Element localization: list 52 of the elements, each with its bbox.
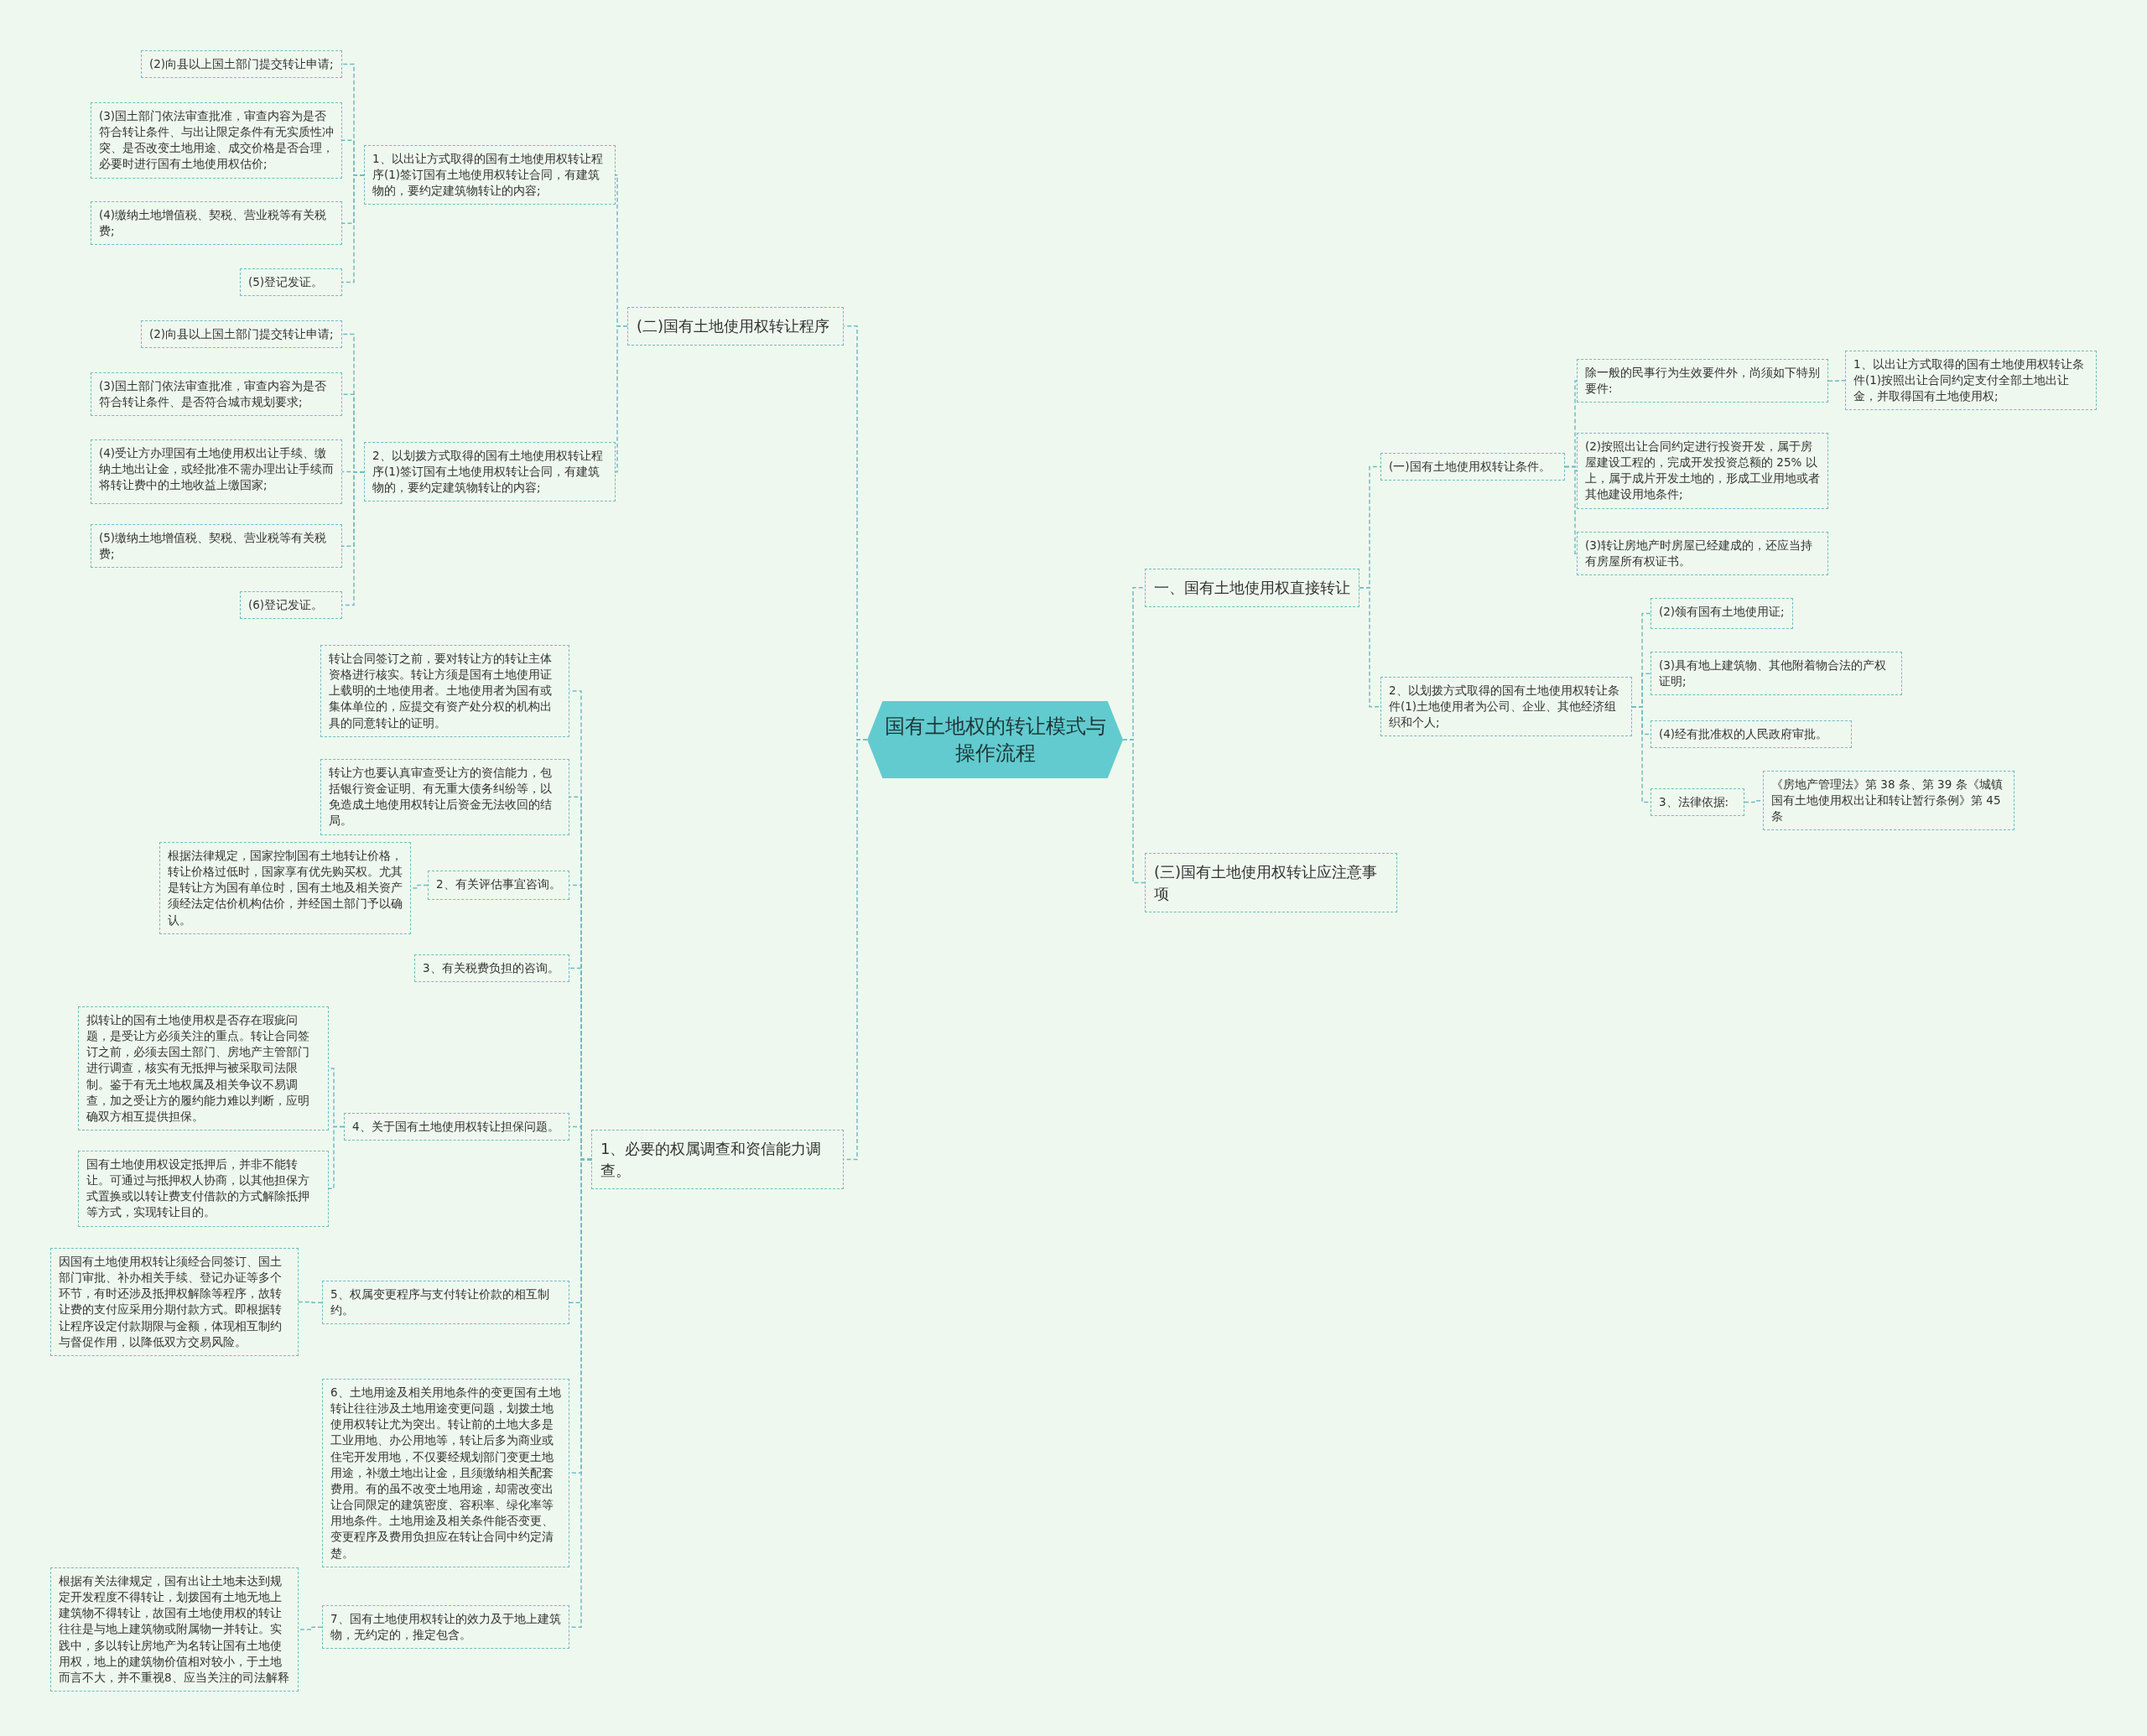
central-topic: 国有土地权的转让模式与操作流程 [867, 701, 1123, 778]
topic-box: (一)国有土地使用权转让条件。 [1380, 453, 1565, 481]
topic-box: 3、有关税费负担的咨询。 [414, 954, 569, 983]
topic-box: 一、国有土地使用权直接转让 [1145, 569, 1359, 607]
topic-box: 1、以出让方式取得的国有土地使用权转让条件(1)按照出让合同约定支付全部土地出让金，并取得国有土地使用权; [1845, 351, 2097, 411]
topic-box: (4)经有批准权的人民政府审批。 [1651, 720, 1852, 749]
topic-box: (2)按照出让合同约定进行投资开发，属于房屋建设工程的，完成开发投资总额的 25% 以上，属于成片开发土地的，形成工业用地或者其他建设用地条件; [1577, 433, 1828, 509]
topic-box: (6)登记发证。 [240, 591, 342, 620]
topic-box: (5)登记发证。 [240, 268, 342, 297]
connector-line [1827, 380, 1846, 382]
topic-box: 因国有土地使用权转让须经合同签订、国土部门审批、补办相关手续、登记办证等多个环节，有时还涉及抵押权解除等程序，故转让费的支付应采用分期付款方式。即根据转让程序设定付款期限与金额，体现相互制约与督促作用，以降低双方交易风险。 [50, 1248, 299, 1356]
connector-line [341, 471, 365, 606]
topic-box: 国有土地使用权设定抵押后，并非不能转让。可通过与抵押权人协商，以其他担保方式置换或以转让费支付借款的方式解除抵押等方式，实现转让目的。 [78, 1151, 329, 1227]
topic-box: 除一般的民事行为生效要件外，尚须如下特别要件: [1577, 359, 1828, 403]
connector-line [843, 739, 868, 1161]
connector-line [1122, 739, 1146, 884]
topic-box: 2、以划拨方式取得的国有土地使用权转让程序(1)签订国有土地使用权转让合同，有建筑物的，要约定建筑物转让的内容; [364, 442, 616, 502]
connector-line [298, 1626, 323, 1630]
topic-box: 5、权属变更程序与支付转让价款的相互制约。 [322, 1281, 569, 1325]
topic-box: 4、关于国有土地使用权转让担保问题。 [344, 1113, 569, 1141]
connector-line [1564, 465, 1578, 554]
topic-box: (3)具有地上建筑物、其他附着物合法的产权证明; [1651, 652, 1902, 696]
topic-box: (3)转让房地产时房屋已经建成的，还应当持有房屋所有权证书。 [1577, 532, 1828, 576]
connector-line [298, 1301, 323, 1303]
connector-line [341, 174, 365, 283]
topic-box: (2)领有国有土地使用证; [1651, 598, 1793, 629]
topic-box: 转让方也要认真审查受让方的资信能力，包括银行资金证明、有无重大债务纠纷等，以免造成土地使用权转让后资金无法收回的结局。 [320, 759, 569, 835]
topic-box: 2、有关评估事宜咨询。 [428, 871, 569, 900]
topic-box: 7、国有土地使用权转让的效力及于地上建筑物，无约定的，推定包含。 [322, 1605, 569, 1650]
topic-box: 根据有关法律规定，国有出让土地未达到规定开发程度不得转让，划拨国有土地无地上建筑物不得转让，故国有土地使用权的转让往往是与地上建筑物或附属物一并转让。实践中，多以转让房地产为名转让国有土地使用权，地上的建筑物价值相对较小，于土地而言不大，并不重视8、应当关注的司法解释 [50, 1567, 299, 1692]
topic-box: (二)国有土地使用权转让程序 [627, 307, 844, 346]
topic-box: 6、土地用途及相关用地条件的变更国有土地转让往往涉及土地用途变更问题，划拨土地使用权转让尤为突出。转让前的土地大多是工业用地、办公用地等，转让后多为商业或住宅开发用地，不仅要经规划部门变更土地用途，补缴土地出让金，且须缴纳相关配套费用。有的虽不改变土地用途，却需改变出让合同限定的建筑密度、容积率、绿化率等用地条件。土地用途及相关条件能否变更、变更程序及费用负担应在转让合同中约定清楚。 [322, 1379, 569, 1567]
topic-box: 根据法律规定，国家控制国有土地转让价格，转让价格过低时，国家享有优先购买权。尤其是转让方为国有单位时，国有土地及相关资产须经法定估价机构估价，并经国土部门予以确认。 [159, 842, 411, 934]
topic-box: 3、法律依据: [1651, 788, 1744, 817]
connector-line [410, 884, 429, 889]
topic-box: (4)缴纳土地增值税、契税、营业税等有关税费; [91, 201, 342, 246]
topic-box: (4)受让方办理国有土地使用权出让手续、缴纳土地出让金，或经批准不需办理出让手续而将转让费中的土地收益上缴国家; [91, 439, 342, 504]
topic-box: (3)国土部门依法审查批准，审查内容为是否符合转让条件、是否符合城市规划要求; [91, 372, 342, 417]
topic-box: 转让合同签订之前，要对转让方的转让主体资格进行核实。转让方须是国有土地使用证上载明的土地使用者。土地使用者为国有或集体单位的，应提交有资产处分权的机构出具的同意转让的证明。 [320, 645, 569, 737]
connector-line [328, 1125, 345, 1190]
connector-line [1359, 587, 1381, 708]
topic-box: 拟转让的国有土地使用权是否存在瑕疵问题，是受让方必须关注的重点。转让合同签订之前，必须去国土部门、房地产主管部门进行调查，核实有无抵押与被采取司法限制。鉴于有无土地权属及相关争议不易调查，加之受让方的履约能力难以判断，应明确双方相互提供担保。 [78, 1006, 329, 1131]
topic-box: (3)国土部门依法审查批准，审查内容为是否符合转让条件、与出让限定条件有无实质性冲突、是否改变土地用途、成交价格是否合理，必要时进行国有土地使用权估价; [91, 102, 342, 179]
topic-box: (2)向县以上国土部门提交转让申请; [141, 320, 342, 349]
topic-box: 1、以出让方式取得的国有土地使用权转让程序(1)签订国有土地使用权转让合同，有建筑物的，要约定建筑物转让的内容; [364, 145, 616, 205]
topic-box: (5)缴纳土地增值税、契税、营业税等有关税费; [91, 524, 342, 569]
topic-box: 2、以划拨方式取得的国有土地使用权转让条件(1)土地使用者为公司、企业、其他经济组织和个人; [1380, 677, 1632, 737]
topic-box: (三)国有土地使用权转让应注意事项 [1145, 853, 1397, 913]
connector-line [615, 325, 628, 473]
topic-box: 《房地产管理法》第 38 条、第 39 条《城镇国有土地使用权出让和转让暂行条例》第 45 条 [1763, 771, 2014, 831]
topic-box: (2)向县以上国土部门提交转让申请; [141, 50, 342, 79]
topic-box: 1、必要的权属调查和资信能力调查。 [591, 1130, 844, 1190]
